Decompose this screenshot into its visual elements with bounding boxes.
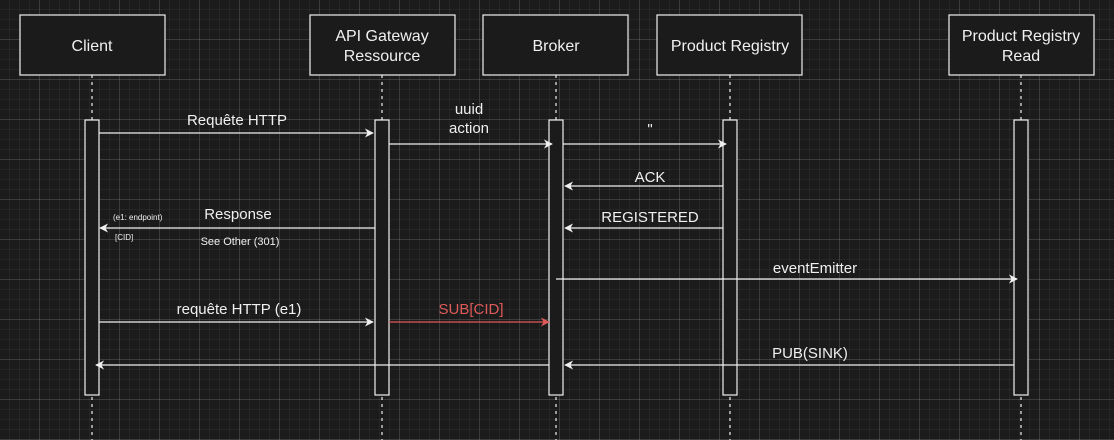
message-uuid-action[interactable]: uuid action [389,101,553,149]
message-pub-sink[interactable]: PUB(SINK) [564,345,1014,370]
participant-broker[interactable]: Broker [482,14,629,76]
participant-product-registry-read[interactable]: Product Registry Read [948,14,1095,76]
message-sub-cid[interactable]: SUB[CID] [389,301,550,327]
message-requete-http[interactable]: Requête HTTP [99,112,374,138]
message-registered[interactable]: REGISTERED [564,209,723,233]
participant-api-gateway-label-line1: API Gateway [335,28,428,45]
message-forward-to-registry[interactable]: " [563,121,727,149]
participant-api-gateway-label-line2: Ressource [344,48,421,65]
participant-client-label: Client [72,38,113,55]
message-requete-http-e1[interactable]: requête HTTP (e1) [99,301,374,327]
message-response-label: Response [204,206,272,223]
message-response[interactable]: Response See Other (301) (e1: endpoint) … [99,206,375,248]
participant-api-gateway[interactable]: API Gateway Ressource [309,14,456,76]
message-ack-label: ACK [635,169,666,186]
activation-product-registry-read [1013,119,1029,396]
participant-product-registry-label: Product Registry [671,38,789,55]
message-see-other-label: See Other (301) [201,236,280,248]
message-cid-label: [CID] [115,233,133,242]
message-sub-cid-label: SUB[CID] [438,301,503,318]
participant-product-registry-read-label-line1: Product Registry [962,28,1080,45]
message-requete-http-label: Requête HTTP [187,112,287,129]
message-action-label: action [449,120,489,137]
message-uuid-label: uuid [455,101,483,118]
activation-client [84,119,100,396]
activation-broker [548,119,564,396]
message-registered-label: REGISTERED [601,209,699,226]
participant-product-registry-read-label-line2: Read [1002,48,1040,65]
message-event-emitter[interactable]: eventEmitter [556,260,1018,284]
message-ack[interactable]: ACK [564,169,723,191]
participant-client[interactable]: Client [19,14,166,76]
activation-product-registry [722,119,738,396]
participant-product-registry[interactable]: Product Registry [656,14,803,76]
message-requete-http-e1-label: requête HTTP (e1) [177,301,302,318]
message-forward-quote-label: " [647,121,652,138]
message-e1-endpoint-label: (e1: endpoint) [113,213,163,222]
participant-broker-label: Broker [532,38,580,55]
message-event-emitter-label: eventEmitter [773,260,857,277]
message-pub-sink-label: PUB(SINK) [772,345,848,362]
activation-api-gateway [374,119,390,396]
